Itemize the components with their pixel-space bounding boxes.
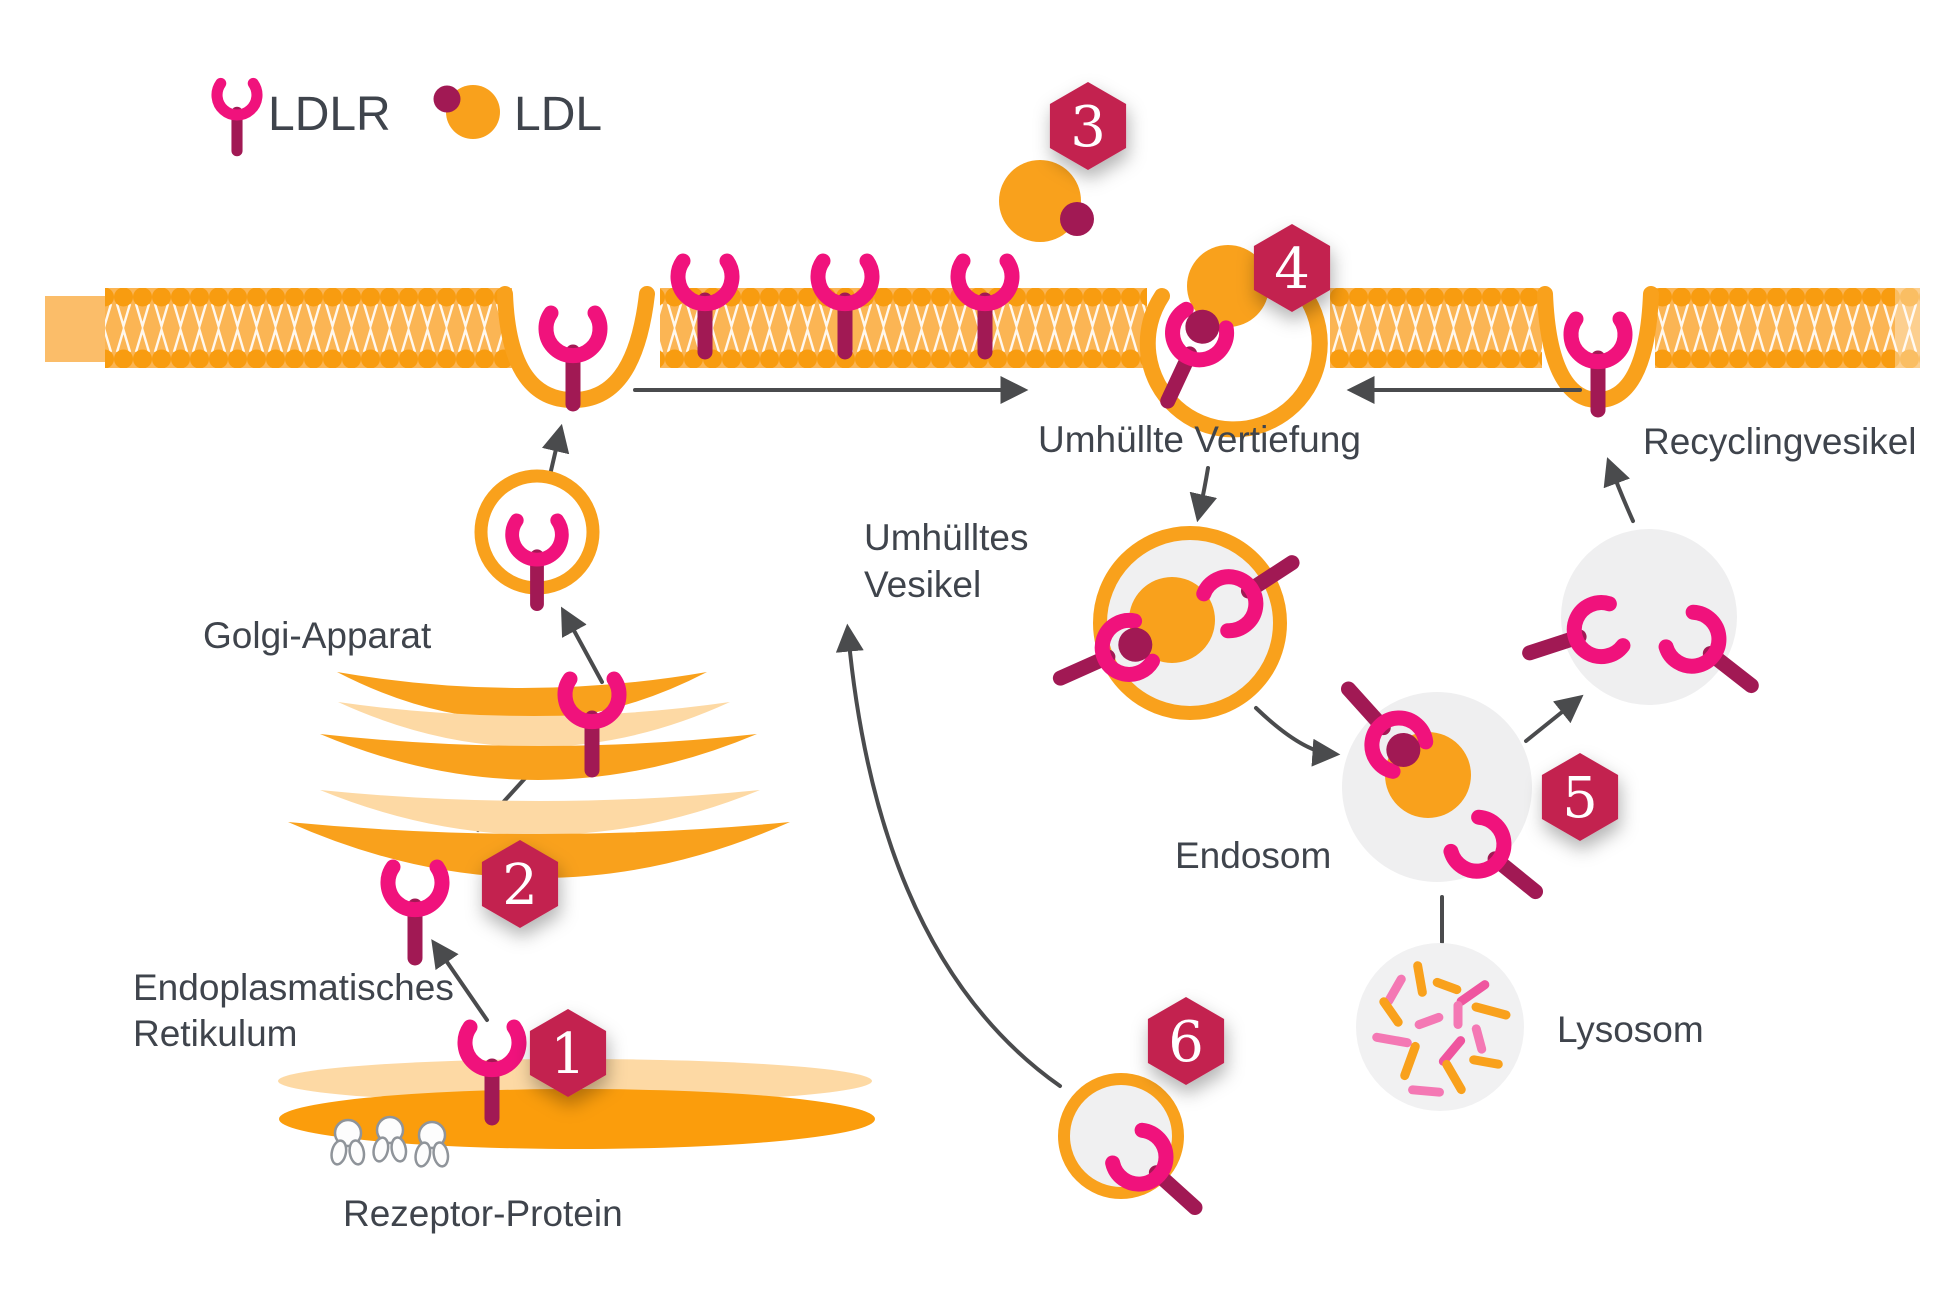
arrow-endosome-to-recycling bbox=[1524, 694, 1584, 743]
label-lysosome: Lysosom bbox=[1557, 1009, 1704, 1050]
step-badges: 1 2 3 4 5 6 bbox=[481, 82, 1619, 1097]
free-ldl-particle bbox=[999, 160, 1094, 242]
ldl-receptor-with-ldl bbox=[1049, 613, 1161, 703]
transport-vesicle bbox=[474, 469, 600, 604]
step-badge-5: 5 bbox=[1541, 753, 1619, 841]
recycling-vesicle bbox=[1521, 529, 1768, 707]
membrane-right-fade bbox=[1895, 288, 1920, 368]
label-endosome: Endosom bbox=[1175, 835, 1331, 876]
lysosome-enzymes bbox=[1372, 961, 1511, 1097]
plasma-membrane bbox=[45, 286, 1920, 438]
arrow-golgi-to-vesicle bbox=[560, 606, 604, 684]
step-number: 1 bbox=[550, 1022, 586, 1087]
step-badge-4: 4 bbox=[1253, 224, 1331, 312]
arrow-vesicle6-recycle-curve bbox=[835, 623, 1062, 1088]
label-recycling-vesicle: Recyclingvesikel bbox=[1643, 421, 1917, 462]
membrane-segment bbox=[1330, 288, 1542, 368]
label-coated-vesicle-line1: Umhülltes bbox=[864, 517, 1029, 558]
step-number: 2 bbox=[502, 853, 538, 918]
endosome bbox=[1328, 671, 1552, 913]
membrane-segment bbox=[1655, 288, 1920, 368]
arrow-er-to-golgi bbox=[431, 939, 489, 1022]
step-badge-2: 2 bbox=[481, 840, 559, 928]
arrow-vesicle-to-endosome bbox=[1254, 706, 1341, 767]
labels: Golgi-Apparat Endoplasmatisches Retikulu… bbox=[133, 419, 1917, 1234]
step-number: 5 bbox=[1562, 766, 1598, 831]
arrow-recycling-to-membrane bbox=[1603, 457, 1635, 523]
membrane-segment bbox=[105, 288, 512, 368]
step-badge-1: 1 bbox=[529, 1009, 607, 1097]
legend-ldlr-label: LDLR bbox=[268, 88, 391, 141]
step-number: 6 bbox=[1168, 1010, 1204, 1075]
label-er-line2: Retikulum bbox=[133, 1013, 298, 1054]
coated-pit bbox=[1139, 288, 1328, 438]
membrane-left-cap bbox=[45, 296, 109, 362]
coated-vesicle bbox=[1049, 526, 1306, 720]
arrow-pit-to-vesicle bbox=[1189, 466, 1217, 523]
ldl-bound-in-coated-pit bbox=[1143, 245, 1269, 412]
label-golgi: Golgi-Apparat bbox=[203, 615, 432, 656]
ldl-receptor-icon bbox=[217, 83, 257, 150]
ldl-particle-icon bbox=[433, 85, 500, 139]
label-coated-pit: Umhüllte Vertiefung bbox=[1038, 419, 1361, 460]
ldl-receptor-with-ldl bbox=[1328, 671, 1434, 781]
golgi-apparatus bbox=[288, 672, 790, 958]
step-number: 4 bbox=[1274, 237, 1310, 302]
receptor-return-vesicle bbox=[1058, 1073, 1213, 1228]
step-badge-3: 3 bbox=[1049, 82, 1127, 170]
label-er-line1: Endoplasmatisches bbox=[133, 967, 454, 1008]
lysosome bbox=[1356, 943, 1524, 1111]
legend-ldl-label: LDL bbox=[514, 88, 602, 141]
legend: LDLR LDL bbox=[217, 83, 602, 150]
ldl-receptor bbox=[388, 867, 442, 958]
label-coated-vesicle-line2: Vesikel bbox=[864, 564, 981, 605]
label-receptor-protein: Rezeptor-Protein bbox=[343, 1193, 623, 1234]
step-number: 3 bbox=[1070, 95, 1106, 160]
step-badge-6: 6 bbox=[1147, 997, 1225, 1085]
membrane-segment bbox=[660, 288, 1147, 368]
